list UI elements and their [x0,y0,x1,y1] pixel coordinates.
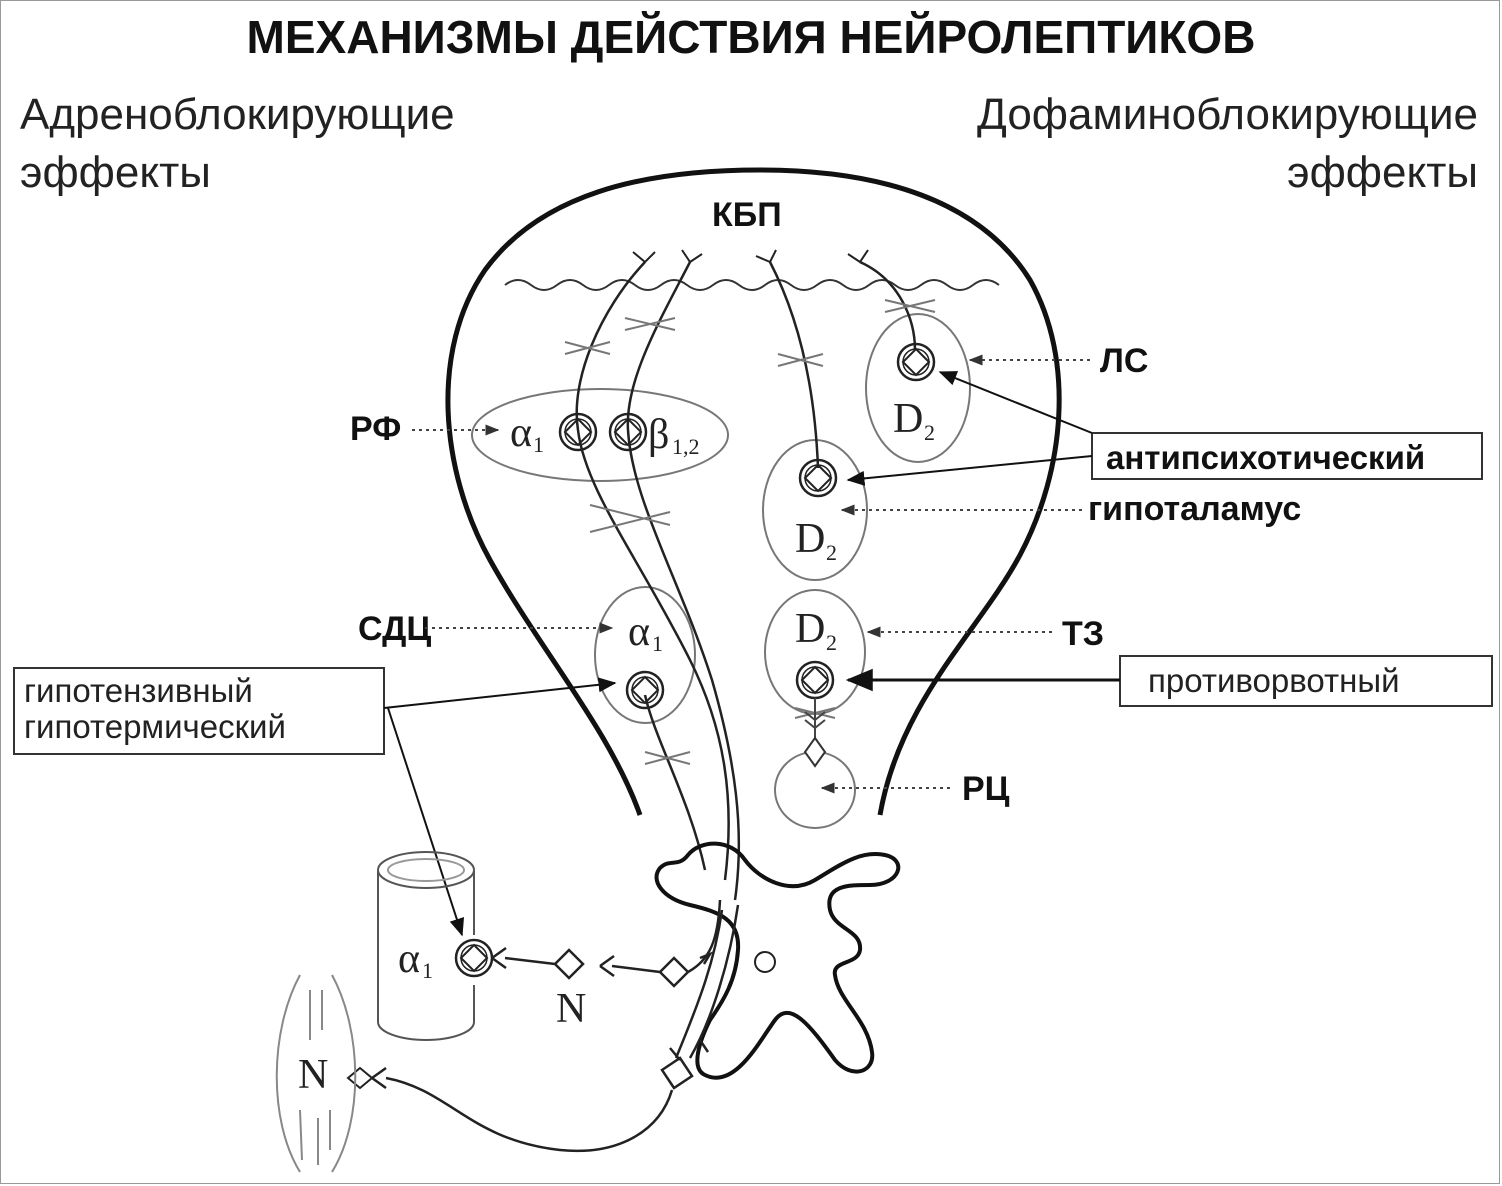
receptor-tz [795,660,835,700]
pointer-arrows [412,354,1090,794]
rc-diamond [803,736,827,768]
label-rc: РЦ [962,770,1010,808]
hypothalamus-d-letter: D [795,516,825,562]
receptor-sdc [625,670,665,710]
fiber-5 [643,694,707,871]
sdc-alpha-letter: α [628,609,650,655]
receptor-vessel [454,938,494,978]
tz-d-sub: 2 [826,630,837,655]
spinal-cord [654,841,901,1080]
spinal-canal [754,951,776,973]
fiber-tips [632,249,869,263]
brain-outline [445,167,1062,816]
blood-vessel [377,851,475,1041]
rf-alpha-letter: α [510,410,532,456]
ls-ellipse [865,313,971,463]
receptor-hypothalamus [798,458,838,498]
label-ls: ЛС [1100,342,1148,380]
hypothalamus-d-sub: 2 [826,540,837,565]
hypothermic-label: гипотермический [24,708,286,745]
effect-arrows [383,371,1120,937]
hypotensive-box [13,667,385,755]
rf-beta-sub: 1,2 [672,434,700,459]
receptor-ls [896,342,936,382]
hypotensive-label: гипотензивный [24,672,253,709]
antipsychotic-box [1091,432,1483,480]
vessel-alpha-sub: 1 [422,958,433,983]
right-heading-line-2: эффекты [1287,148,1478,197]
muscle-diamond [346,1066,374,1090]
label-rf: РФ [350,410,401,448]
label-kbp: КБП [712,196,782,234]
left-heading-line-2: эффекты [20,148,211,197]
fiber-4 [859,260,917,351]
receptor-rf-beta [608,412,648,452]
vessel-alpha-letter: α [398,936,420,982]
rf-ellipse [471,388,729,482]
antiemetic-label: противорвотный [1148,662,1400,699]
hypothalamus-ellipse [762,439,868,581]
right-heading: Дофаминоблокирующие эффекты [977,86,1478,202]
ls-d-sub: 2 [924,420,935,445]
rf-beta-letter: β [648,412,669,458]
left-heading-line-1: Адреноблокирующие [20,90,455,139]
sdc-ellipse [594,586,696,724]
skeletal-muscle [275,974,357,1173]
right-heading-line-1: Дофаминоблокирующие [977,90,1478,139]
receptor-rf-alpha [558,412,598,452]
label-tz: ТЗ [1062,615,1104,653]
motor-pathway [371,904,740,1153]
rc-connection [804,698,826,738]
tz-d-letter: D [795,606,825,652]
label-sdc: СДЦ [358,610,431,648]
cortex-line [504,279,1000,291]
left-heading: Адреноблокирующие эффекты [20,86,455,202]
rf-alpha-sub: 1 [533,432,544,457]
antiemetic-box [1119,655,1493,707]
sdc-alpha-sub: 1 [652,631,663,656]
antipsychotic-label: антипсихотический [1106,439,1425,476]
muscle-n-letter: N [298,1052,328,1098]
ls-d-letter: D [893,396,923,442]
fiber-3 [768,261,820,469]
fiber-2 [626,261,741,901]
label-hypothalamus: гипоталамус [1088,490,1301,528]
ganglion-chain [491,899,722,988]
fiber-1 [575,261,730,881]
diagram-title: МЕХАНИЗМЫ ДЕЙСТВИЯ НЕЙРОЛЕПТИКОВ [246,11,1256,63]
ganglion-n-letter: N [556,986,586,1032]
